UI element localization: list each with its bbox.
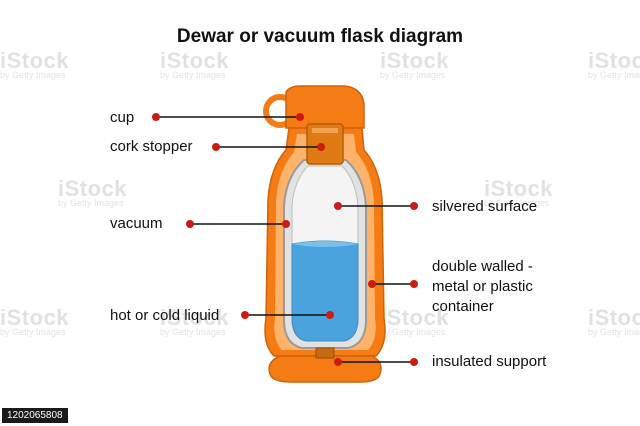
cork-stopper (306, 123, 344, 165)
liquid-surface (292, 241, 358, 247)
pointer-dot (410, 202, 418, 210)
footer-bar (0, 406, 640, 426)
cork-highlight (312, 128, 338, 133)
liquid (291, 240, 359, 342)
pointer-dot (152, 113, 160, 121)
base (268, 355, 382, 383)
pointer-dot (296, 113, 304, 121)
label-cork-stopper: cork stopper (110, 138, 193, 155)
label-double-walled-line3: container (432, 298, 494, 315)
pointer-dot (326, 311, 334, 319)
pointer-dot (410, 280, 418, 288)
pointer-dot (334, 358, 342, 366)
cup (285, 85, 365, 129)
image-id-badge: 1202065808 (2, 408, 68, 423)
pointer-dot (368, 280, 376, 288)
inner-vessel (283, 159, 367, 349)
label-double-walled-line2: metal or plastic (432, 278, 533, 295)
pointer-dot (186, 220, 194, 228)
label-cup: cup (110, 109, 135, 126)
pointer-dot (334, 202, 342, 210)
label-hot-or-cold-liquid: hot or cold liquid (110, 307, 220, 324)
insulated-support-block (315, 347, 335, 359)
pointer-lines (156, 116, 414, 363)
label-double-walled-line1: double walled - (432, 258, 533, 275)
pointer-dot (241, 311, 249, 319)
pointer-dot (212, 143, 220, 151)
label-vacuum: vacuum (110, 215, 163, 232)
pointer-dot (282, 220, 290, 228)
pointer-dots (152, 113, 418, 366)
pointer-dot (317, 143, 325, 151)
label-silvered-surface: silvered surface (432, 198, 538, 215)
diagram-title: Dewar or vacuum flask diagram (176, 26, 464, 47)
label-insulated-support: insulated support (432, 353, 547, 370)
pointer-dot (410, 358, 418, 366)
